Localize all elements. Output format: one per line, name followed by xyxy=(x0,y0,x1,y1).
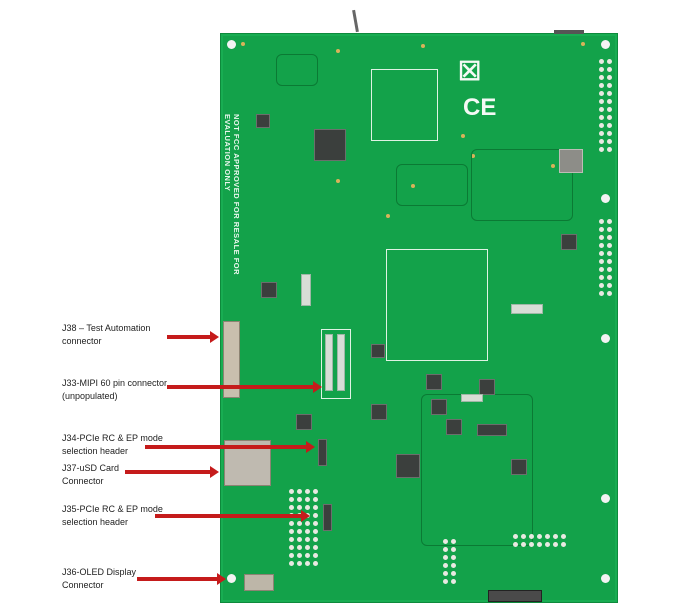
ic-chip xyxy=(479,379,495,395)
ic-chip xyxy=(431,399,447,415)
label-j37: J37-uSD Card Connector xyxy=(62,463,120,486)
mounting-hole xyxy=(601,194,610,203)
pin-header xyxy=(289,489,318,566)
label-j34: J34-PCIe RC & EP mode selection header xyxy=(62,433,163,456)
ic-chip xyxy=(261,282,277,298)
via-pad xyxy=(551,164,555,168)
smd-component xyxy=(511,304,543,314)
trace-outline xyxy=(471,149,573,221)
pin-header xyxy=(443,539,456,584)
pin-header xyxy=(599,59,612,152)
silkscreen-box xyxy=(321,329,351,399)
mounting-hole xyxy=(601,334,610,343)
mounting-hole xyxy=(227,40,236,49)
board-silkscreen-text: NOT FCC APPROVED FOR RESALE FOR EVALUATI… xyxy=(223,114,241,276)
arrow-j33 xyxy=(167,381,322,393)
via-pad xyxy=(471,154,475,158)
ic-chip xyxy=(371,344,385,358)
crossed-out-bin-icon: ☒ xyxy=(458,56,482,86)
mounting-hole xyxy=(601,574,610,583)
edge-connector-top xyxy=(554,30,584,34)
ic-chip xyxy=(561,234,577,250)
via-pad xyxy=(421,44,425,48)
arrow-j34 xyxy=(145,441,315,453)
trace-outline xyxy=(396,164,468,206)
label-j33: J33-MIPI 60 pin connector (unpopulated) xyxy=(62,378,168,401)
j33-mipi-pads xyxy=(337,334,345,391)
ic-chip xyxy=(296,414,312,430)
ic-chip xyxy=(511,459,527,475)
arrow-j37 xyxy=(125,466,219,478)
via-pad xyxy=(411,184,415,188)
smd-component xyxy=(461,394,483,402)
j38-connector xyxy=(223,321,240,398)
inductor xyxy=(559,149,583,173)
ce-mark: CE xyxy=(463,94,497,121)
j36-oled-connector xyxy=(244,574,274,591)
smd-component xyxy=(301,274,311,306)
label-j38: J38 – Test Automation connector xyxy=(62,323,151,346)
ic-chip xyxy=(256,114,270,128)
pcb-board: NOT FCC APPROVED FOR RESALE FOR EVALUATI… xyxy=(220,33,618,603)
trace-outline xyxy=(276,54,318,86)
pin-header xyxy=(599,219,612,296)
via-pad xyxy=(581,42,585,46)
pin-header xyxy=(513,534,566,547)
via-pad xyxy=(461,134,465,138)
silkscreen-box xyxy=(371,69,438,141)
ic-chip xyxy=(426,374,442,390)
ic-chip xyxy=(371,404,387,420)
antenna-post xyxy=(352,9,359,33)
mounting-hole xyxy=(601,40,610,49)
mounting-hole xyxy=(601,494,610,503)
processor-chip xyxy=(314,129,346,161)
mounting-hole xyxy=(227,574,236,583)
via-pad xyxy=(336,179,340,183)
edge-connector-bottom xyxy=(488,590,542,602)
via-pad xyxy=(386,214,390,218)
ic-chip xyxy=(477,424,507,436)
arrow-j38 xyxy=(167,331,219,343)
ic-chip xyxy=(446,419,462,435)
via-pad xyxy=(241,42,245,46)
label-j36: J36-OLED Display Connector xyxy=(62,567,137,590)
silkscreen-box xyxy=(386,249,488,361)
label-j35: J35-PCIe RC & EP mode selection header xyxy=(62,504,163,527)
arrow-j35 xyxy=(155,510,310,522)
arrow-j36 xyxy=(137,573,226,585)
j35-header xyxy=(323,504,332,531)
via-pad xyxy=(336,49,340,53)
j34-header xyxy=(318,439,327,466)
j33-mipi-pads xyxy=(325,334,333,391)
ic-chip xyxy=(396,454,420,478)
